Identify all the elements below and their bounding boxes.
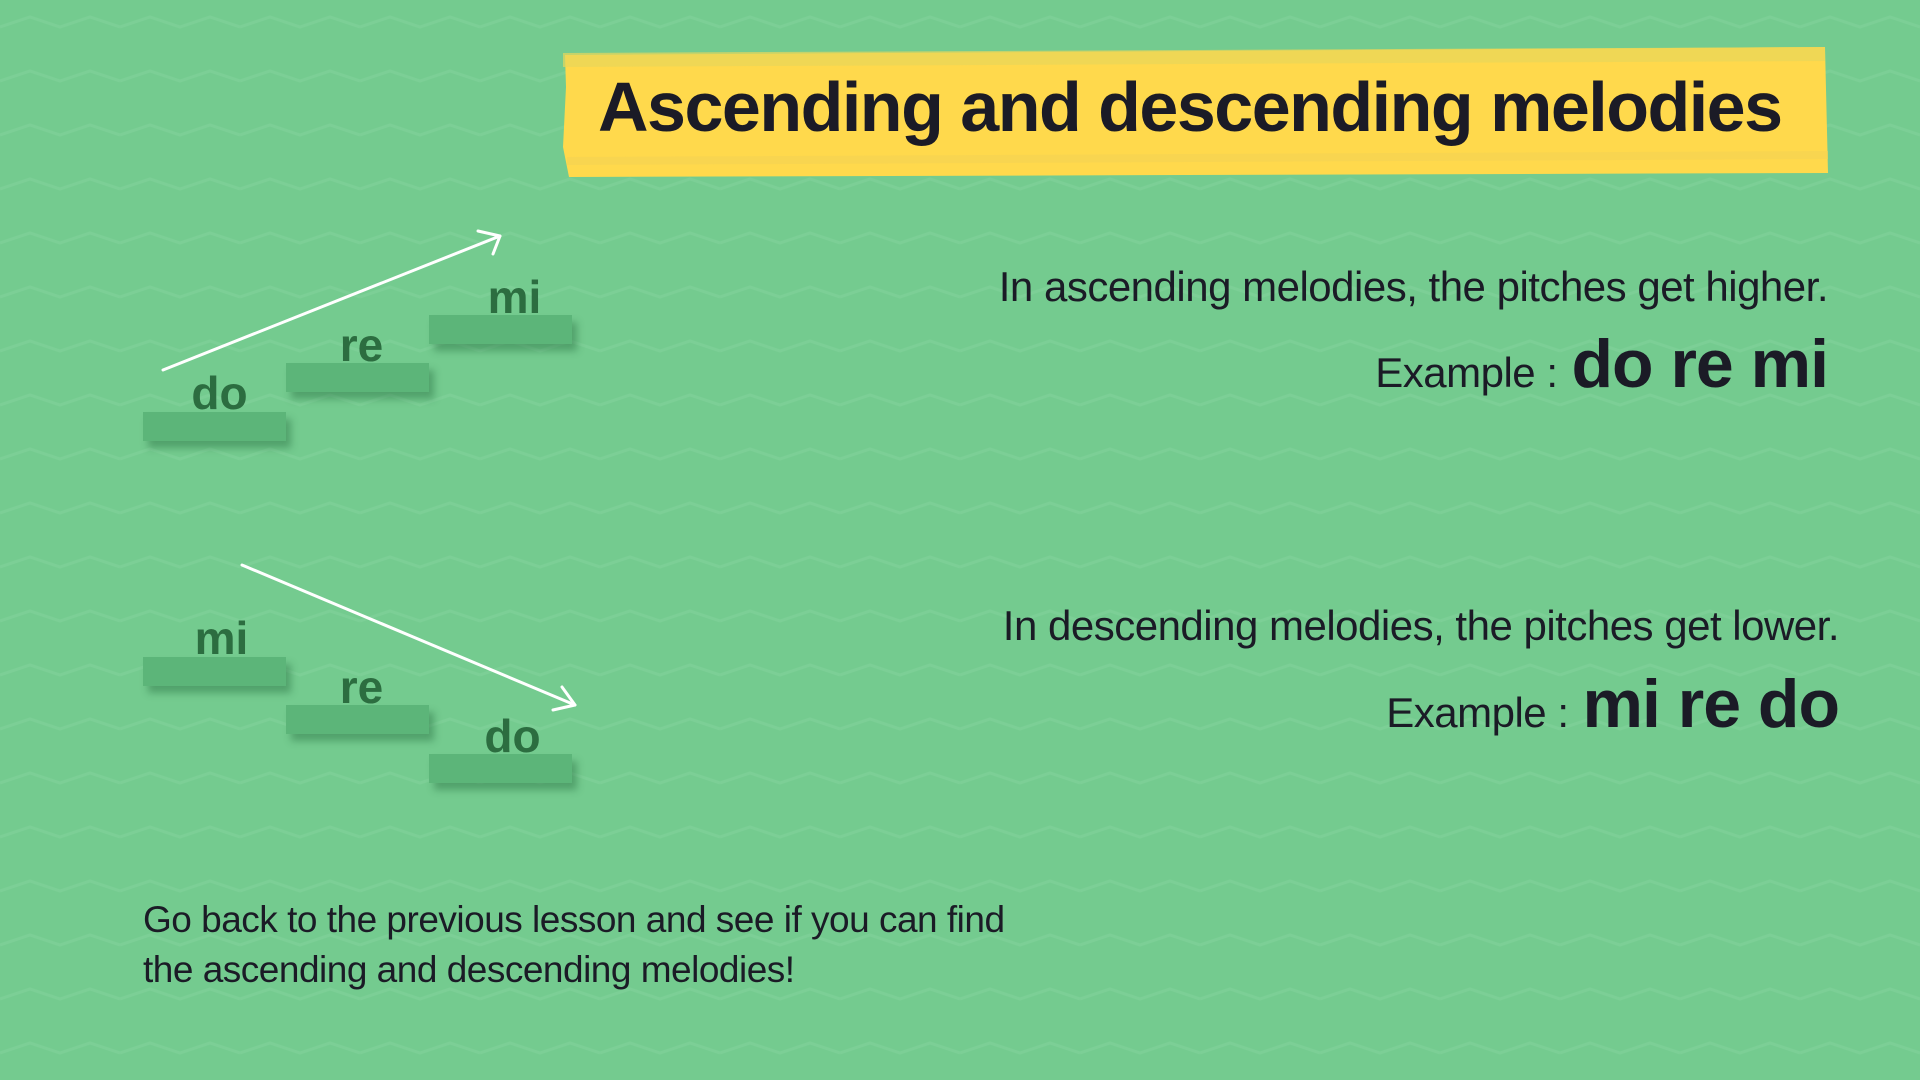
syllable-mi: mi (487, 271, 542, 323)
descending-description: In descending melodies, the pitches get … (1002, 602, 1840, 649)
descending-example-value: mi re do (1582, 666, 1840, 742)
syllable-re: re (339, 319, 384, 371)
footer-instruction: Go back to the previous lesson and see i… (143, 895, 1143, 995)
page-title: Ascending and descending melodies (598, 68, 1783, 146)
ascending-description: In ascending melodies, the pitches get h… (998, 263, 1829, 310)
footer-line-1: Go back to the previous lesson and see i… (143, 899, 1005, 940)
step-do (143, 412, 286, 441)
ascending-example-value: do re mi (1571, 326, 1829, 402)
ascending-example: Example : do re mi (1375, 325, 1829, 403)
syllable-re: re (339, 661, 384, 713)
descending-example-label: Example : (1386, 689, 1569, 736)
footer-line-2: the ascending and descending melodies! (143, 949, 795, 990)
title-highlight-banner (563, 47, 1828, 177)
syllable-do: do (484, 710, 541, 762)
descending-example: Example : mi re do (1386, 665, 1840, 743)
syllable-mi: mi (194, 612, 249, 664)
step-do (429, 754, 572, 783)
syllable-do: do (191, 367, 248, 419)
ascending-example-label: Example : (1375, 349, 1558, 396)
step-re (286, 705, 429, 734)
